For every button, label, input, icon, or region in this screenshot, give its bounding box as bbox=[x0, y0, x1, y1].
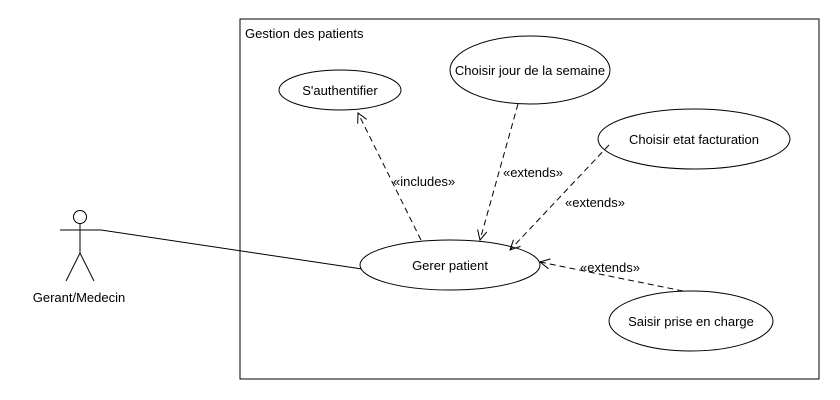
relation-includes-arrowhead bbox=[357, 112, 367, 124]
system-boundary bbox=[239, 18, 820, 380]
association-line bbox=[100, 229, 363, 270]
actor-label: Gerant/Medecin bbox=[33, 290, 126, 305]
relation-extends-jour: «extends» bbox=[477, 103, 563, 242]
relation-extends-prise-arrowhead bbox=[538, 258, 551, 270]
usecase-gerer-patient: Gerer patient bbox=[359, 239, 541, 291]
usecase-choisir-jour: Choisir jour de la semaine bbox=[449, 35, 611, 105]
relation-extends-jour-arrowhead bbox=[477, 229, 488, 242]
usecase-authentifier-shape bbox=[278, 69, 402, 111]
relation-includes-line bbox=[357, 112, 422, 241]
usecase-saisir-prise-shape bbox=[608, 290, 774, 352]
usecase-gerer-patient-shape bbox=[359, 239, 541, 291]
usecase-choisir-etat: Choisir etat facturation bbox=[597, 108, 791, 170]
actor-head bbox=[73, 210, 87, 224]
usecase-saisir-prise: Saisir prise en charge bbox=[608, 290, 774, 352]
usecase-choisir-etat-shape bbox=[597, 108, 791, 170]
relation-extends-etat: «extends» bbox=[509, 144, 625, 251]
relation-includes: «includes» bbox=[357, 112, 455, 241]
relation-extends-jour-label: «extends» bbox=[503, 165, 563, 180]
usecase-authentifier-label: S'authentifier bbox=[302, 83, 378, 98]
usecase-choisir-jour-shape bbox=[449, 35, 611, 105]
relation-extends-prise: «extends» bbox=[538, 258, 684, 292]
relation-extends-etat-line bbox=[509, 144, 610, 251]
relation-extends-jour-line bbox=[479, 103, 519, 241]
relation-extends-etat-label: «extends» bbox=[565, 195, 625, 210]
usecase-choisir-jour-label: Choisir jour de la semaine bbox=[455, 63, 605, 78]
usecase-gerer-patient-label: Gerer patient bbox=[412, 258, 488, 273]
relation-includes-label: «includes» bbox=[393, 174, 455, 189]
usecase-authentifier: S'authentifier bbox=[278, 69, 402, 111]
actor-figure bbox=[60, 210, 101, 282]
usecase-saisir-prise-label: Saisir prise en charge bbox=[628, 314, 754, 329]
relation-extends-etat-arrowhead bbox=[509, 239, 521, 251]
usecase-choisir-etat-label: Choisir etat facturation bbox=[629, 132, 759, 147]
actor-right-leg bbox=[79, 252, 95, 282]
relation-extends-prise-label: «extends» bbox=[580, 260, 640, 275]
relation-extends-prise-line bbox=[539, 261, 684, 292]
system-title: Gestion des patients bbox=[245, 26, 364, 41]
actor-left-leg bbox=[65, 252, 81, 282]
